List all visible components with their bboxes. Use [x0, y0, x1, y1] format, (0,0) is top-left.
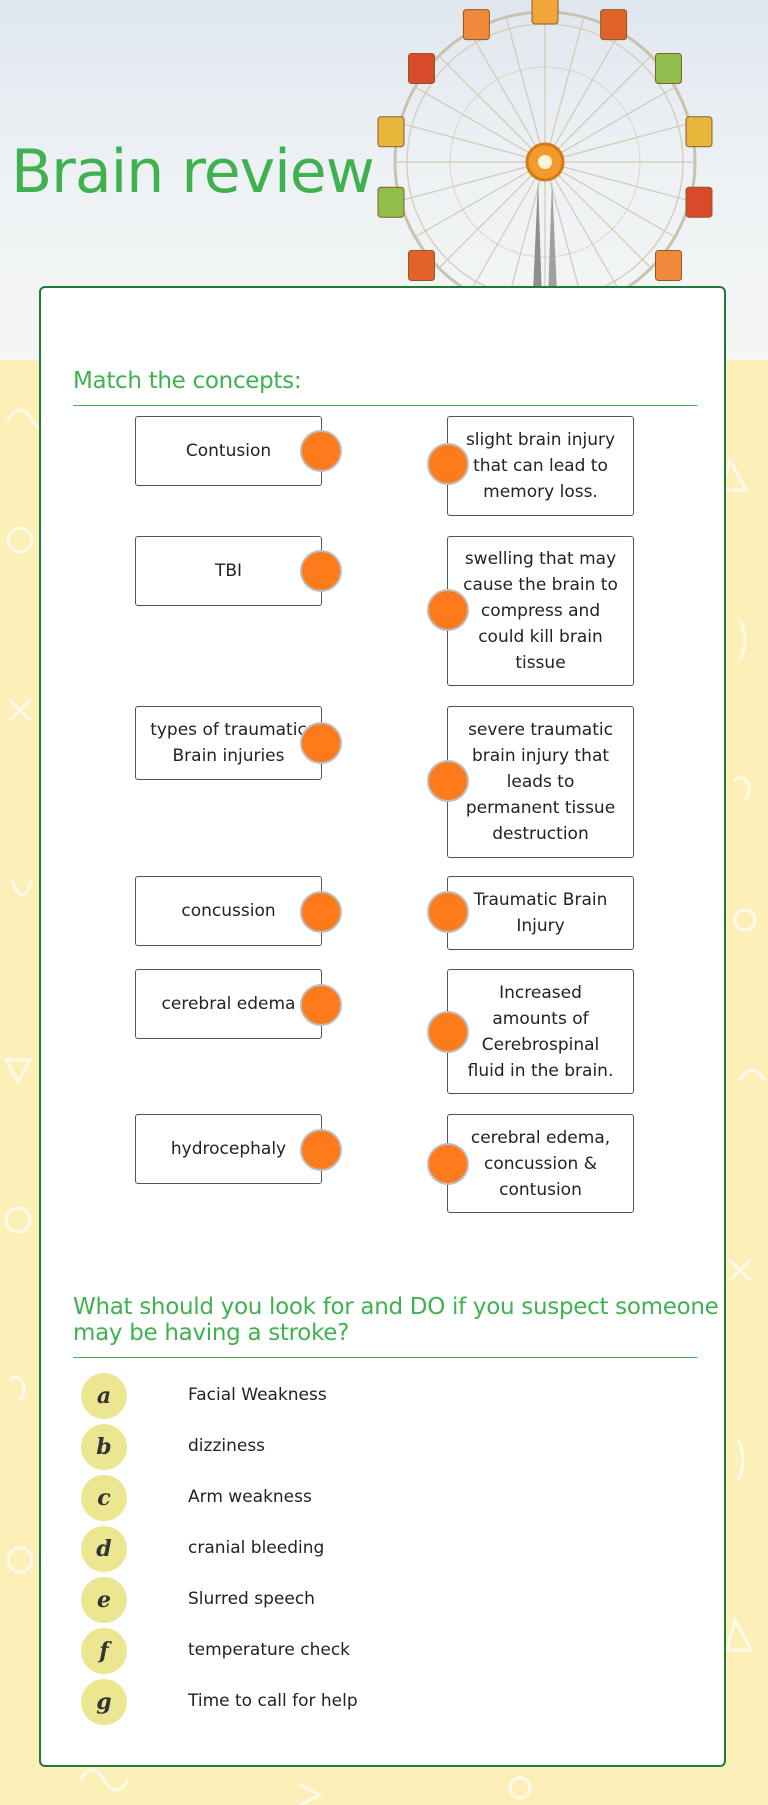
matching-title: Match the concepts: — [73, 368, 302, 394]
option-text: Arm weakness — [188, 1487, 312, 1507]
right-item-csf[interactable]: Increased amounts of Cerebrospinal fluid… — [447, 969, 634, 1094]
right-connector-swelling[interactable] — [427, 589, 469, 631]
matching-title-divider — [73, 405, 697, 406]
right-item-edema-concussion-contusion[interactable]: cerebral edema, concussion & contusion — [447, 1114, 634, 1213]
left-connector-contusion[interactable] — [300, 430, 342, 472]
option-c[interactable]: c Arm weakness — [81, 1475, 681, 1521]
option-letter-badge: e — [81, 1577, 127, 1623]
option-g[interactable]: g Time to call for help — [81, 1679, 681, 1725]
right-connector-traumatic-brain-injury[interactable] — [427, 891, 469, 933]
option-letter-badge: d — [81, 1526, 127, 1572]
right-connector-edema-concussion-contusion[interactable] — [427, 1143, 469, 1185]
option-text: Time to call for help — [188, 1691, 358, 1711]
option-letter-badge: f — [81, 1628, 127, 1674]
left-connector-cerebral-edema[interactable] — [300, 984, 342, 1026]
right-item-swelling[interactable]: swelling that may cause the brain to com… — [447, 536, 634, 686]
question-title-divider — [73, 1357, 697, 1358]
left-item-hydrocephaly[interactable]: hydrocephaly — [135, 1114, 322, 1184]
option-letter-badge: c — [81, 1475, 127, 1521]
right-connector-csf[interactable] — [427, 1011, 469, 1053]
right-item-traumatic-brain-injury[interactable]: Traumatic Brain Injury — [447, 876, 634, 950]
left-item-cerebral-edema[interactable]: cerebral edema — [135, 969, 322, 1039]
right-item-memory-loss[interactable]: slight brain injury that can lead to mem… — [447, 416, 634, 516]
option-text: Slurred speech — [188, 1589, 315, 1609]
option-a[interactable]: a Facial Weakness — [81, 1373, 681, 1419]
option-d[interactable]: d cranial bleeding — [81, 1526, 681, 1572]
left-connector-tbi[interactable] — [300, 550, 342, 592]
page-title: Brain review — [11, 137, 375, 207]
option-letter-badge: b — [81, 1424, 127, 1470]
left-item-types-of-tbi[interactable]: types of traumatic Brain injuries — [135, 706, 322, 780]
option-text: temperature check — [188, 1640, 351, 1660]
left-connector-hydrocephaly[interactable] — [300, 1129, 342, 1171]
option-text: Facial Weakness — [188, 1385, 327, 1405]
right-item-severe-tbi[interactable]: severe traumatic brain injury that leads… — [447, 706, 634, 858]
right-connector-memory-loss[interactable] — [427, 443, 469, 485]
option-f[interactable]: f temperature check — [81, 1628, 681, 1674]
worksheet-card: Match the concepts: Contusion slight bra… — [39, 286, 726, 1767]
left-item-concussion[interactable]: concussion — [135, 876, 322, 946]
option-text: cranial bleeding — [188, 1538, 325, 1558]
option-e[interactable]: e Slurred speech — [81, 1577, 681, 1623]
left-item-contusion[interactable]: Contusion — [135, 416, 322, 486]
right-connector-severe-tbi[interactable] — [427, 760, 469, 802]
option-b[interactable]: b dizziness — [81, 1424, 681, 1470]
left-connector-concussion[interactable] — [300, 891, 342, 933]
option-letter-badge: a — [81, 1373, 127, 1419]
option-letter-badge: g — [81, 1679, 127, 1725]
left-connector-types-of-tbi[interactable] — [300, 722, 342, 764]
left-item-tbi[interactable]: TBI — [135, 536, 322, 606]
option-text: dizziness — [188, 1436, 266, 1456]
question-title: What should you look for and DO if you s… — [73, 1294, 719, 1346]
doodle-background-pattern — [3, 408, 766, 1805]
